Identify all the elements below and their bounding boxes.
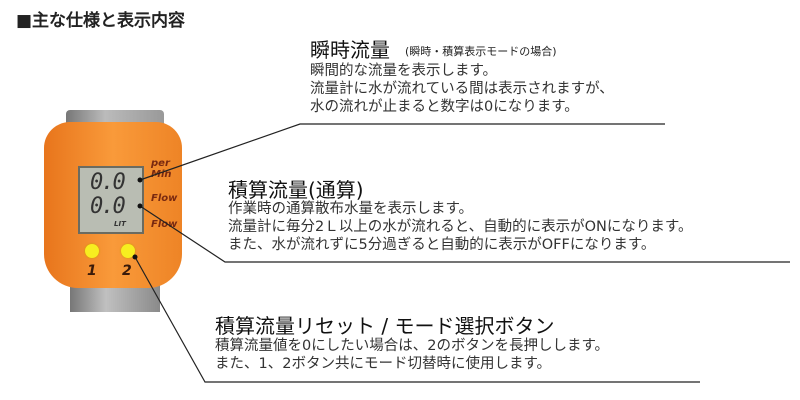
text-line: 流量計に水が流れている間は表示されますが、	[310, 81, 614, 97]
section-button-title: 積算流量リセット / モード選択ボタン	[215, 314, 555, 338]
label-per: per	[151, 158, 170, 169]
lcd-screen: 0.0 0.0 LIT	[78, 166, 144, 234]
label-flow-top: Flow	[151, 193, 178, 204]
page-title: ■主な仕様と表示内容	[16, 11, 186, 31]
text-line: また、1、2ボタン共にモード切替時に使用します。	[215, 356, 551, 372]
label-min: Min	[151, 169, 172, 180]
section-total-title: 積算流量(通算)	[228, 178, 364, 202]
callout-line-button	[134, 256, 700, 383]
button-1-label: 1	[87, 263, 97, 279]
text-line: 水の流れが止まると数字は0になります。	[310, 99, 579, 115]
button-2[interactable]	[121, 244, 135, 258]
section-total-body: 作業時の通算散布水量を表示します。 流量計に毎分2Ｌ以上の水が流れると、自動的に…	[228, 200, 692, 254]
text-line: 作業時の通算散布水量を表示します。	[228, 201, 474, 217]
callout-line-instant	[139, 123, 665, 181]
lcd-instant-value: 0.0	[90, 170, 126, 195]
lcd-total-value: 0.0	[90, 194, 126, 219]
section-instant-subtitle: (瞬時・積算表示モードの場合)	[405, 45, 557, 58]
callout-line-total	[139, 205, 790, 263]
button-2-label: 2	[122, 263, 132, 279]
lcd-unit: LIT	[114, 220, 126, 228]
text-line: 流量計に毎分2Ｌ以上の水が流れると、自動的に表示がONになります。	[228, 219, 693, 235]
section-instant-body: 瞬間的な流量を表示します。 流量計に水が流れている間は表示されますが、 水の流れ…	[310, 62, 614, 116]
button-1[interactable]	[85, 244, 99, 258]
label-flow-bottom: Flow	[151, 219, 178, 230]
section-instant-title: 瞬時流量	[310, 38, 390, 62]
text-line: また、水が流れずに5分過ぎると自動的に表示がOFFになります。	[228, 237, 656, 253]
text-line: 瞬間的な流量を表示します。	[310, 63, 498, 79]
text-line: 積算流量値を0にしたい場合は、2のボタンを長押しします。	[215, 338, 609, 354]
section-button-body: 積算流量値を0にしたい場合は、2のボタンを長押しします。 また、1、2ボタン共に…	[215, 337, 609, 373]
